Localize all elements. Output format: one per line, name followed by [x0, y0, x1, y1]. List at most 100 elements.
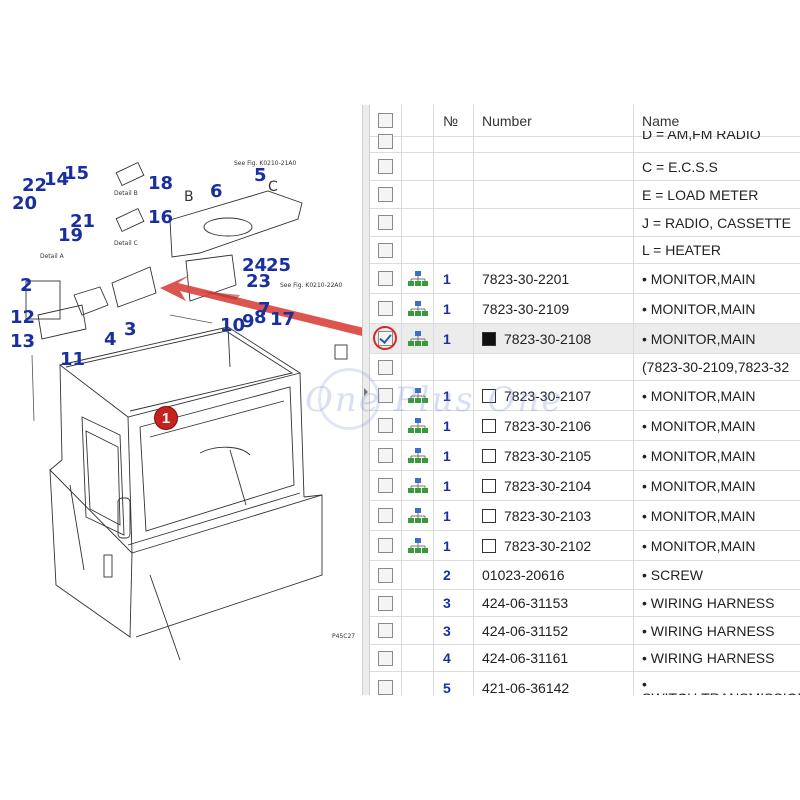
- hierarchy-icon[interactable]: [407, 300, 428, 317]
- row-checkbox[interactable]: [378, 478, 393, 493]
- column-number[interactable]: Number: [474, 105, 634, 136]
- hierarchy-icon[interactable]: [407, 417, 428, 434]
- part-name: • MONITOR,MAIN: [642, 330, 756, 347]
- callout-23: 23: [246, 271, 272, 292]
- row-no: 1: [434, 294, 474, 323]
- row-checkbox[interactable]: [378, 623, 393, 638]
- callout-19: 19: [58, 225, 84, 246]
- callout-24: 24: [242, 255, 268, 276]
- row-no: [434, 181, 474, 208]
- table-row[interactable]: (7823-30-2109,7823-32: [370, 354, 800, 381]
- row-checkbox[interactable]: [378, 187, 393, 202]
- part-number: 7823-30-2102: [504, 537, 592, 554]
- table-row[interactable]: J = RADIO, CASSETTE: [370, 209, 800, 237]
- row-checkbox[interactable]: [378, 418, 393, 433]
- row-checkbox[interactable]: [378, 567, 393, 583]
- hierarchy-icon[interactable]: [407, 387, 428, 404]
- part-number: 7823-30-2103: [504, 507, 592, 524]
- table-row[interactable]: L = HEATER: [370, 237, 800, 264]
- row-checkbox[interactable]: [378, 680, 393, 695]
- row-checkbox[interactable]: [378, 215, 393, 230]
- row-no: 1: [434, 324, 474, 353]
- parts-diagram: See Fig. K0210-21A0 See Fig. K0210-22A0 …: [0, 105, 362, 695]
- callout-4: 4: [104, 329, 117, 350]
- row-checkbox[interactable]: [378, 301, 393, 316]
- row-checkbox[interactable]: [378, 388, 393, 403]
- part-name: • MONITOR,MAIN: [642, 477, 756, 494]
- row-no: [434, 354, 474, 380]
- callout-9: 9: [242, 311, 255, 332]
- row-checkbox[interactable]: [378, 595, 393, 611]
- select-all-checkbox[interactable]: [378, 113, 393, 128]
- part-name: • MONITOR,MAIN: [642, 387, 756, 404]
- hierarchy-icon[interactable]: [407, 477, 428, 494]
- hierarchy-icon[interactable]: [407, 507, 428, 524]
- part-name: • MONITOR,MAIN: [642, 417, 756, 434]
- column-name[interactable]: Name: [642, 112, 680, 129]
- row-checkbox[interactable]: [378, 242, 393, 258]
- pane-splitter[interactable]: [362, 105, 370, 695]
- hierarchy-icon[interactable]: [407, 330, 428, 347]
- row-no: 1: [434, 411, 474, 440]
- part-number: 424-06-31152: [482, 622, 569, 639]
- row-no: 1: [434, 471, 474, 500]
- part-number: 01023-20616: [482, 567, 565, 583]
- row-no: 1: [434, 381, 474, 410]
- hierarchy-icon[interactable]: [407, 537, 428, 554]
- position-marker-1[interactable]: 1: [154, 406, 178, 430]
- hierarchy-icon[interactable]: [407, 447, 428, 464]
- column-no[interactable]: №: [434, 105, 474, 136]
- part-name: J = RADIO, CASSETTE: [642, 214, 791, 231]
- row-no: [434, 209, 474, 236]
- collapse-arrow-icon[interactable]: [364, 388, 368, 396]
- table-row[interactable]: 1 7823-30-2107 • MONITOR,MAIN: [370, 381, 800, 411]
- highlight-circle: [373, 326, 397, 350]
- row-checkbox[interactable]: [378, 159, 393, 174]
- callout-13: 13: [10, 331, 36, 352]
- empty-square-icon: [482, 508, 496, 523]
- part-name: • MONITOR,MAIN: [642, 537, 756, 554]
- row-checkbox[interactable]: [378, 538, 393, 553]
- part-number: 7823-30-2105: [504, 447, 592, 464]
- table-row[interactable]: 1 7823-30-2106 • MONITOR,MAIN: [370, 411, 800, 441]
- pointer-arrow: [160, 275, 362, 337]
- row-checkbox[interactable]: [378, 134, 393, 149]
- view-letter-b: B: [184, 189, 194, 205]
- part-number: 7823-30-2107: [504, 387, 592, 404]
- row-no: 4: [434, 645, 474, 671]
- row-checkbox[interactable]: [378, 448, 393, 463]
- callout-2: 2: [20, 275, 33, 296]
- callout-10: 10: [220, 315, 246, 336]
- part-number: 421-06-36142: [482, 679, 570, 696]
- row-checkbox[interactable]: [378, 650, 393, 666]
- see-note-2: See Fig. K0210-22A0: [280, 282, 343, 289]
- row-checkbox[interactable]: [378, 359, 393, 375]
- part-number: 7823-30-2106: [504, 417, 592, 434]
- row-checkbox[interactable]: [378, 508, 393, 523]
- row-no: 1: [434, 501, 474, 530]
- see-note-1: See Fig. K0210-21A0: [234, 160, 297, 167]
- part-name: • MONITOR,MAIN: [642, 447, 756, 464]
- hierarchy-icon[interactable]: [407, 270, 428, 287]
- part-number: 424-06-31153: [482, 595, 569, 611]
- table-row[interactable]: E = LOAD METER: [370, 181, 800, 209]
- table-header: № Number Name: [370, 105, 800, 137]
- callout-5: 5: [254, 165, 267, 186]
- row-checkbox[interactable]: [378, 271, 393, 286]
- table-row[interactable]: C = E.C.S.S: [370, 153, 800, 181]
- table-row[interactable]: D = AM,FM RADIO: [370, 131, 800, 153]
- part-name: (7823-30-2109,7823-32: [642, 359, 790, 375]
